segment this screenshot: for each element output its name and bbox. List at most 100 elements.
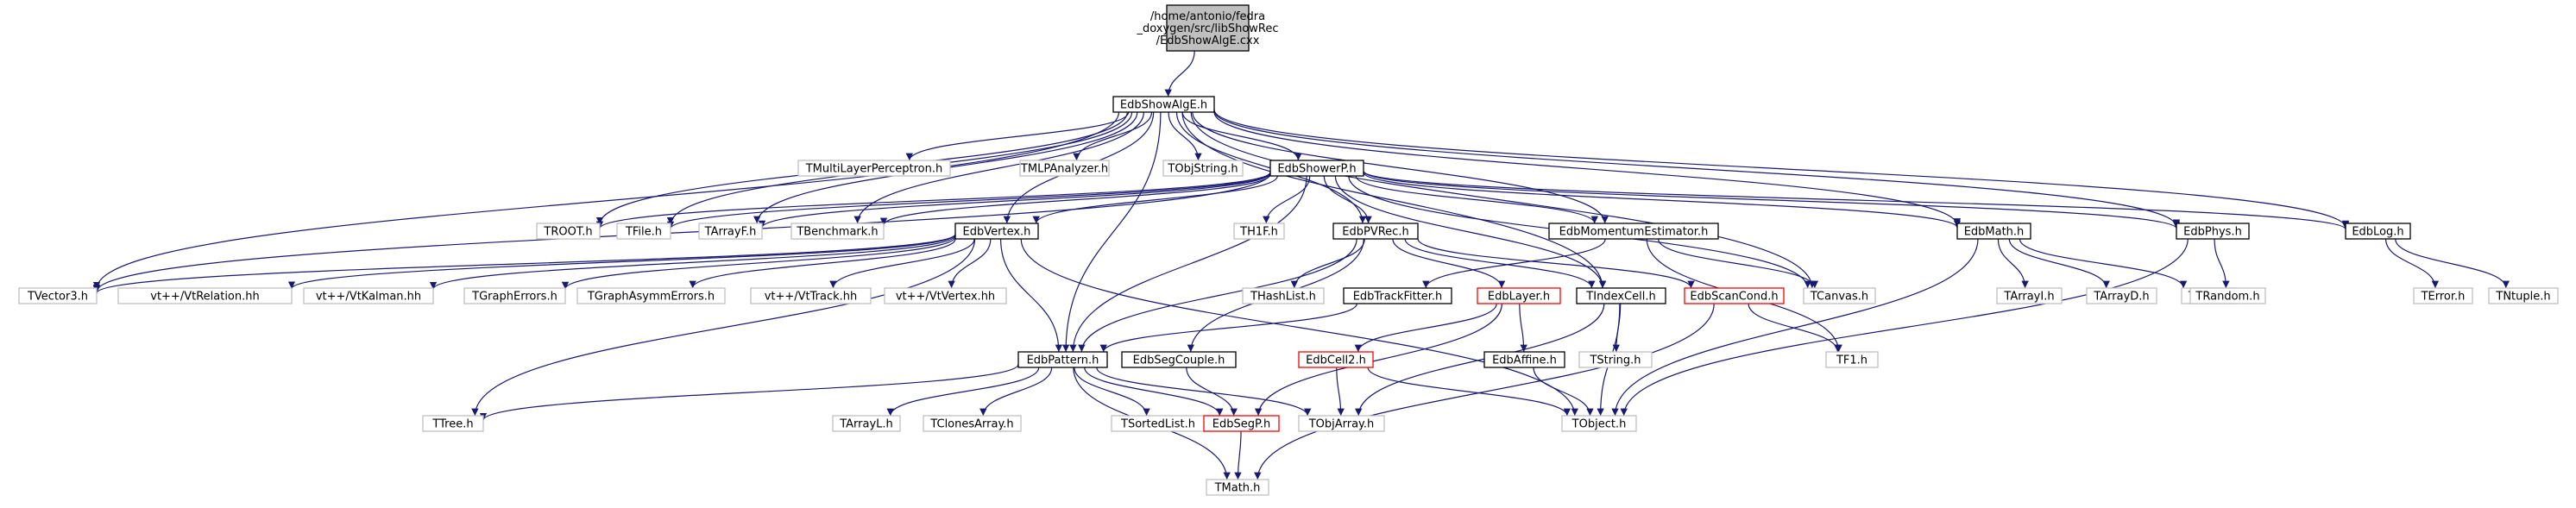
node-EdbLog-h[interactable]: EdbLog.h	[2345, 223, 2411, 240]
node-TArrayI-h[interactable]: TArrayI.h	[1996, 287, 2063, 304]
edge-line	[1099, 303, 1357, 353]
edge-EdbShowerP_h-to-TArrayF_h	[758, 172, 1271, 229]
edge-EdbCell2_h-to-TObjArray_h	[1336, 367, 1345, 417]
node-THashList-h[interactable]: THashList.h	[1242, 287, 1325, 304]
node-TObjString-h[interactable]: TObjString.h	[1162, 160, 1244, 177]
node-EdbPhys-h[interactable]: EdbPhys.h	[2176, 223, 2250, 240]
node-label: THashList.h	[1250, 291, 1316, 304]
edge-EdbShowerP_h-to-EdbMomentumEstimator_h	[1355, 175, 1598, 224]
node-TMultiLayerPerceptron-h[interactable]: TMultiLayerPerceptron.h	[797, 160, 951, 177]
node-EdbSegP-h[interactable]: EdbSegP.h	[1203, 415, 1280, 432]
edge-EdbShowerP_h-to-TROOT_h	[596, 171, 1271, 229]
node-EdbMomentumEstimator-h[interactable]: EdbMomentumEstimator.h	[1548, 223, 1719, 240]
node-label: EdbShowAlgE.h	[1120, 99, 1207, 112]
edge-EdbMath_h-to-TH2D_h	[2019, 238, 2188, 289]
node-TH1F-h[interactable]: TH1F.h	[1233, 223, 1285, 240]
node-TObjArray-h[interactable]: TObjArray.h	[1298, 415, 1385, 432]
edge-EdbVertex_h-to-TVector3_h	[93, 233, 956, 294]
node-label: TMath.h	[1214, 482, 1261, 495]
edge-line	[758, 172, 1271, 229]
node-label: EdbMomentumEstimator.h	[1559, 226, 1709, 239]
edge-EdbPattern_h-to-EdbSegP_h	[1084, 367, 1224, 417]
node-EdbPattern-h[interactable]: EdbPattern.h	[1017, 351, 1108, 368]
node-label: EdbVertex.h	[963, 226, 1031, 239]
node-VtVertex-hh[interactable]: vt++/VtVertex.hh	[884, 287, 1007, 304]
node-TTree-h[interactable]: TTree.h	[422, 415, 484, 432]
node-box	[790, 223, 885, 240]
edge-line	[1392, 238, 1506, 289]
edge-line	[1290, 238, 1365, 289]
edge-EdbScanCond_h-to-TF1_h	[1748, 303, 1842, 353]
node-label: EdbLog.h	[2352, 226, 2403, 239]
node-EdbSegCouple-h[interactable]: EdbSegCouple.h	[1121, 351, 1237, 368]
node-VtKalman-hh[interactable]: vt++/VtKalman.hh	[303, 287, 434, 304]
edge-EdbPVRec_h-to-EdbScanCond_h	[1417, 238, 1695, 289]
node-EdbVertex-h[interactable]: EdbVertex.h	[954, 223, 1039, 240]
edge-line	[1213, 110, 2350, 229]
edge-line	[948, 238, 992, 289]
edge-line	[561, 236, 956, 290]
node-EdbAffine-h[interactable]: EdbAffine.h	[1483, 351, 1565, 368]
node-label: TF1.h	[1836, 354, 1867, 367]
node-EdbTrackFitter-h[interactable]: EdbTrackFitter.h	[1343, 287, 1452, 304]
edge-line	[1323, 175, 1372, 224]
node-TROOT-h[interactable]: TROOT.h	[536, 223, 601, 240]
node-TSortedList-h[interactable]: TSortedList.h	[1111, 415, 1206, 432]
edge-line	[1181, 111, 1302, 161]
node-EdbShowerP-h[interactable]: EdbShowerP.h	[1269, 160, 1364, 177]
edge-TIndexCell_h-to-TObjArray_h	[1355, 303, 1605, 417]
node-label: TVector3.h	[27, 291, 88, 304]
node-EdbCell2-h[interactable]: EdbCell2.h	[1298, 351, 1374, 368]
node-TCanvas-h[interactable]: TCanvas.h	[1803, 287, 1876, 304]
node-EdbScanCond-h[interactable]: EdbScanCond.h	[1684, 287, 1785, 304]
edge-line	[1164, 50, 1195, 97]
edge-EdbShowAlgE_h-to-EdbMomentumEstimator_h	[1192, 111, 1609, 224]
edge-line	[1363, 171, 2180, 229]
node-label: TGraphAsymmErrors.h	[587, 291, 715, 304]
node-label: TCanvas.h	[1810, 291, 1868, 304]
edge-EdbScanCond_h-to-TMath_h	[1254, 303, 1715, 480]
node-TString-h[interactable]: TString.h	[1578, 351, 1653, 368]
node-TBenchmark-h[interactable]: TBenchmark.h	[790, 223, 885, 240]
node-EdbMath-h[interactable]: EdbMath.h	[1956, 223, 2031, 240]
node-box	[1996, 287, 2063, 304]
node-label: EdbPhys.h	[2183, 226, 2242, 239]
node-TArrayD-h[interactable]: TArrayD.h	[2086, 287, 2157, 304]
node-TError-h[interactable]: TError.h	[2413, 287, 2473, 304]
node-TMLPAnalyzer-h[interactable]: TMLPAnalyzer.h	[1019, 160, 1110, 177]
node-EdbShowAlgE-h[interactable]: EdbShowAlgE.h	[1112, 96, 1215, 113]
node-TObject-h[interactable]: TObject.h	[1561, 415, 1637, 432]
node-TNtuple-h[interactable]: TNtuple.h	[2488, 287, 2559, 304]
node-label: EdbSegP.h	[1212, 418, 1270, 431]
node-VtRelation-hh[interactable]: vt++/VtRelation.hh	[117, 287, 293, 304]
node-TGraphErrors-h[interactable]: TGraphErrors.h	[463, 287, 566, 304]
edge-EdbPVRec_h-to-THashList_h	[1290, 238, 1365, 289]
node-VtTrack-hh[interactable]: vt++/VtTrack.hh	[750, 287, 872, 304]
node-box	[750, 287, 872, 304]
edge-line	[1069, 175, 1307, 353]
node-TGraphAsymmErrors-h[interactable]: TGraphAsymmErrors.h	[576, 287, 726, 304]
node-box	[1203, 415, 1280, 432]
node-label: TArrayF.h	[704, 226, 757, 239]
node-TClonesArray-h[interactable]: TClonesArray.h	[923, 415, 1022, 432]
node-EdbLayer-h[interactable]: EdbLayer.h	[1477, 287, 1561, 304]
node-box	[954, 223, 1039, 240]
node-EdbPVRec-h[interactable]: EdbPVRec.h	[1332, 223, 1419, 240]
node-TFile-h[interactable]: TFile.h	[616, 223, 671, 240]
node-label: TMultiLayerPerceptron.h	[805, 163, 943, 176]
node-box	[576, 287, 726, 304]
edge-EdbVertex_h-to-VtKalman_hh	[429, 235, 956, 290]
node-box	[1548, 223, 1719, 240]
node-TIndexCell-h[interactable]: TIndexCell.h	[1576, 287, 1666, 304]
node-label: TArrayD.h	[2093, 291, 2149, 304]
edge-line	[886, 367, 1040, 417]
node-TVector3-h[interactable]: TVector3.h	[18, 287, 98, 304]
node-label: TObjString.h	[1167, 163, 1238, 176]
node-TArrayL-h[interactable]: TArrayL.h	[832, 415, 901, 432]
node-TMath-h[interactable]: TMath.h	[1206, 479, 1269, 496]
node-TF1-h[interactable]: TF1.h	[1825, 351, 1879, 368]
node-TRandom-h[interactable]: TRandom.h	[2189, 287, 2266, 304]
node-label: TError.h	[2421, 291, 2466, 304]
node-TArrayF-h[interactable]: TArrayF.h	[698, 223, 763, 240]
edge-EdbPattern_h-to-TTree_h	[479, 364, 1019, 421]
